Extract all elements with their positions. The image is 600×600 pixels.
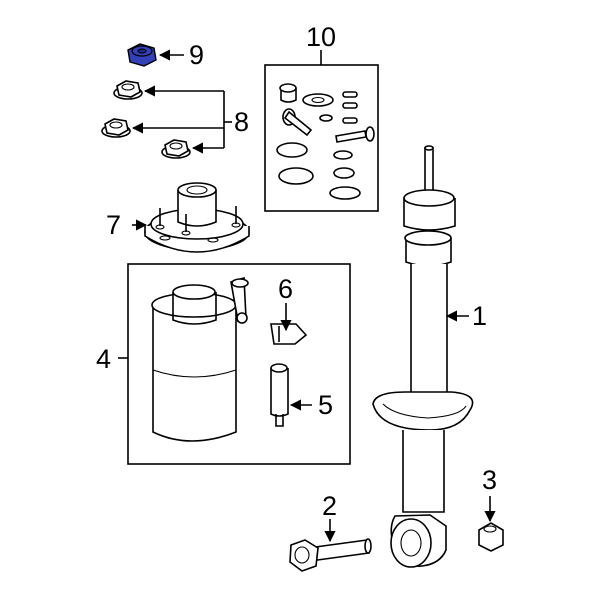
upper-mount-part-7[interactable] bbox=[144, 182, 250, 253]
seal-kit-box-part-10[interactable] bbox=[264, 64, 379, 212]
callout-2: 2 bbox=[322, 491, 337, 521]
nut-part-9[interactable] bbox=[127, 43, 157, 67]
bolt-part-2[interactable] bbox=[289, 538, 372, 572]
leader-lines bbox=[118, 49, 496, 543]
callout-4: 4 bbox=[96, 344, 111, 374]
nut-part-3[interactable] bbox=[478, 522, 504, 552]
callout-3: 3 bbox=[482, 465, 497, 495]
air-spring-box-part-4[interactable] bbox=[127, 263, 351, 465]
nut-part-8-b[interactable] bbox=[101, 118, 131, 138]
shock-absorber-part-1[interactable] bbox=[372, 145, 474, 568]
nut-part-8-a[interactable] bbox=[113, 80, 143, 100]
callout-5: 5 bbox=[318, 390, 333, 420]
callout-10: 10 bbox=[306, 22, 336, 52]
nut-part-8-c[interactable] bbox=[161, 139, 191, 159]
callout-1: 1 bbox=[472, 301, 487, 331]
callout-7: 7 bbox=[106, 210, 121, 240]
callout-8: 8 bbox=[234, 107, 249, 137]
callout-9: 9 bbox=[189, 40, 204, 70]
callout-6: 6 bbox=[278, 274, 293, 304]
